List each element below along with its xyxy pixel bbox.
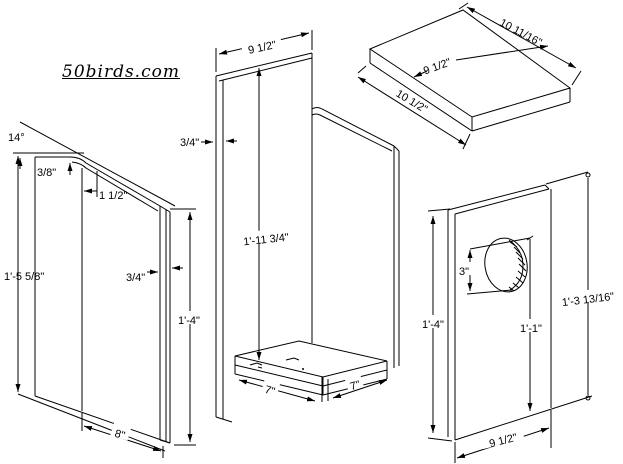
floor-notch-mark: [249, 362, 263, 369]
dim-label-back-width: 9 1/2": [247, 39, 277, 57]
dim-label-hole-diameter: 3": [459, 266, 469, 278]
dim-label-back-height: 1'-5 5/8": [4, 271, 44, 283]
dim-label-hole-center-height: 1'-1": [520, 323, 542, 335]
dim-label-roof-width: 10 1/2": [394, 88, 430, 116]
dim-label-back-height: 1'-11 3/4": [243, 232, 290, 249]
entrance-hole: [484, 237, 528, 293]
floor-drawing: 7" 7": [234, 340, 388, 402]
side-panel-drawing: 14° 3/8" 1 1/2" 1'-5 5/8" 3/4" 1'-4" 8": [4, 121, 205, 458]
back-panel-drawing: 9 1/2" 3/4" 1'-11 3/4": [180, 30, 313, 423]
dim-label-roof-slope-length: 10 11/16": [497, 17, 543, 49]
side-panel-2-drawing: [311, 107, 400, 368]
floor-notch-mark: [285, 357, 300, 361]
roof-drawing: 10 11/16" 9 1/2" 10 1/2": [357, 2, 582, 150]
dim-label-top-offset: 3/8": [37, 167, 56, 179]
dim-label-front-height: 1'-4": [178, 315, 200, 327]
dim-label-roof-angle: 14°: [8, 132, 25, 144]
dim-label-floor-depth: 7": [349, 379, 362, 393]
dim-label-side-width: 8": [113, 428, 126, 442]
dim-label-side-thickness: 3/4": [126, 272, 145, 284]
dim-label-back-thickness: 3/4": [180, 137, 199, 149]
dim-label-roof-depth: 9 1/2": [422, 56, 453, 77]
hole-hatching: [508, 241, 527, 292]
floor-notch-mark: [302, 368, 304, 370]
dim-label-front-side-height: 1'-4": [422, 319, 444, 331]
dim-label-floor-width: 7": [263, 384, 276, 398]
dim-label-top-inset: 1 1/2": [99, 190, 127, 202]
watermark-link[interactable]: 50birds.com: [62, 62, 180, 82]
front-panel-drawing: 1'-4" 1'-3 13/16": [417, 171, 622, 463]
